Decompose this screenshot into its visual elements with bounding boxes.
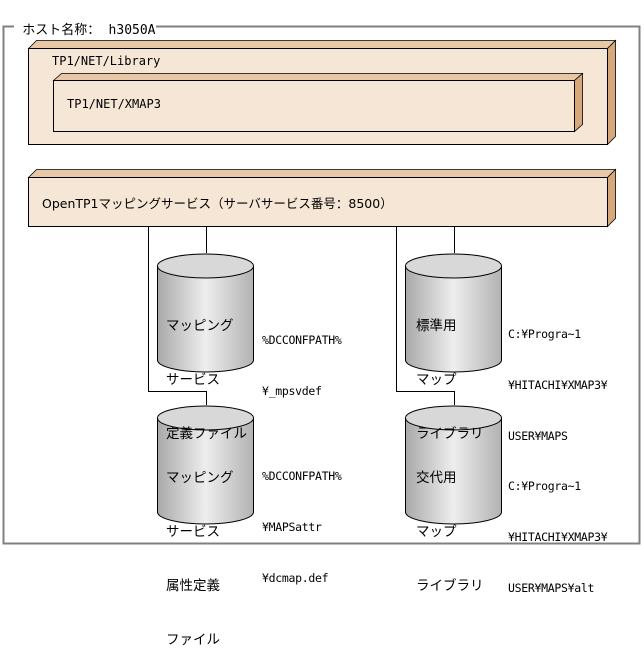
cylinder-2-line: ライブラリ: [416, 426, 484, 442]
cylinder-2-text: 標準用 マップ ライブラリ: [416, 281, 484, 461]
cylinder-1-line: 定義ファイル: [166, 426, 247, 442]
path-line: ¥_mpsvdef: [262, 384, 322, 398]
cylinder-standard-map-library: [405, 253, 502, 373]
cylinder-2-line: マップ: [416, 372, 457, 388]
diagram-main: [2, 25, 641, 545]
cylinder-1-line: マッピング: [166, 318, 234, 334]
path-line: USER¥MAPS¥alt: [508, 581, 595, 595]
mapping-service-box-graphic: [27, 168, 617, 228]
cylinder-2-path: C:¥Progra~1 ¥HITACHI¥XMAP3¥ USER¥MAPS: [508, 292, 608, 462]
cylinder-4-path: C:¥Progra~1 ¥HITACHI¥XMAP3¥ USER¥MAPS¥al…: [508, 444, 608, 614]
connector-lines: [148, 227, 455, 405]
cylinder-3-line: サービス: [166, 524, 220, 540]
xmap3-label: TP1/NET/XMAP3: [67, 97, 161, 111]
cylinder-3-text: マッピング サービス 属性定義 ファイル: [166, 433, 234, 667]
path-line: ¥MAPSattr: [262, 520, 322, 534]
library-label: TP1/NET/Library: [52, 54, 161, 68]
cylinder-2-line: 標準用: [416, 318, 457, 334]
cylinder-1-text: マッピング サービス 定義ファイル: [166, 281, 247, 461]
cylinder-alternate-map-library: [405, 405, 502, 525]
cylinder-3-line: マッピング: [166, 470, 234, 486]
cylinder-4-line: 交代用: [416, 470, 457, 486]
cylinder-3-line: ファイル: [166, 632, 220, 648]
cylinder-1-line: サービス: [166, 372, 220, 388]
mapping-service-label: OpenTP1マッピングサービス（サーバサービス番号：8500）: [42, 196, 393, 211]
host-title-key: ホスト名称：: [22, 23, 101, 38]
cylinder-3-path: %DCCONFPATH% ¥MAPSattr ¥dcmap.def: [262, 434, 342, 604]
path-line: ¥HITACHI¥XMAP3¥: [508, 530, 608, 544]
path-line: C:¥Progra~1: [508, 327, 581, 341]
cylinder-1-path: %DCCONFPATH% ¥_mpsvdef: [262, 298, 342, 417]
host-title: ホスト名称： h3050A: [14, 4, 156, 38]
path-line: ¥HITACHI¥XMAP3¥: [508, 378, 608, 392]
xmap3-box-graphic: [52, 72, 584, 133]
path-line: ¥dcmap.def: [262, 571, 329, 585]
path-line: USER¥MAPS: [508, 429, 568, 443]
path-line: C:¥Progra~1: [508, 479, 581, 493]
cylinder-3-line: 属性定義: [166, 578, 220, 594]
cylinder-4-text: 交代用 マップ ライブラリ: [416, 433, 484, 613]
path-line: %DCCONFPATH%: [262, 469, 342, 483]
cylinder-4-line: マップ: [416, 524, 457, 540]
cylinder-mapping-service-def: [157, 253, 254, 373]
path-line: %DCCONFPATH%: [262, 333, 342, 347]
cylinder-mapping-service-attr: [157, 405, 254, 525]
host-title-name: h3050A: [108, 23, 156, 38]
cylinder-4-line: ライブラリ: [416, 578, 484, 594]
